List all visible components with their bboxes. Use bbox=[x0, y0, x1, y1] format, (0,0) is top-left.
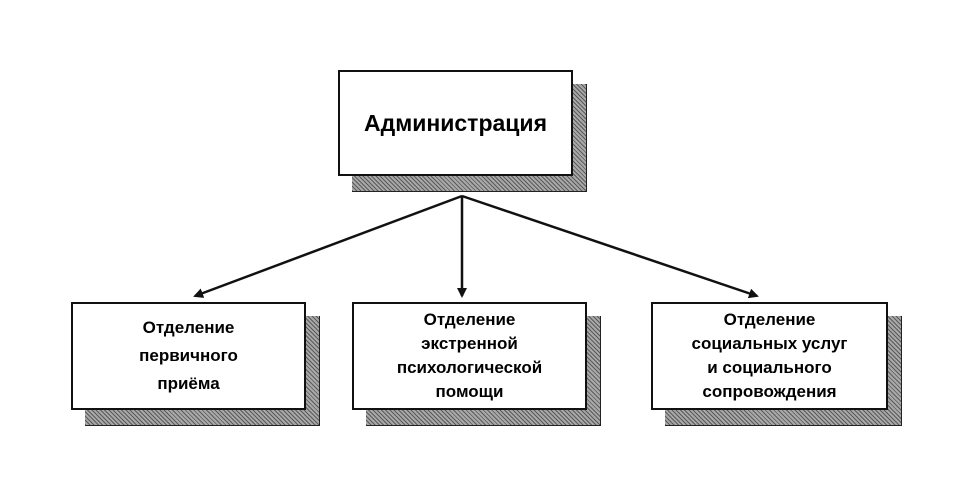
arrow-to-dept-3 bbox=[461, 194, 759, 299]
emergency-psychological-help-department-label: Отделение экстренной психологической пом… bbox=[396, 310, 543, 401]
arrow-to-dept-1 bbox=[193, 194, 463, 298]
primary-intake-department-label: Отделение первичного приёма bbox=[139, 318, 238, 393]
emergency-psychological-help-department-node: Отделение экстренной психологической пом… bbox=[352, 302, 587, 410]
administration-node: Администрация bbox=[338, 70, 573, 176]
social-services-department-node: Отделение социальных услуг и социального… bbox=[651, 302, 888, 410]
administration-label: Администрация bbox=[364, 109, 547, 136]
primary-intake-department-node: Отделение первичного приёма bbox=[71, 302, 306, 410]
social-services-department-label: Отделение социальных услуг и социального… bbox=[691, 310, 848, 401]
